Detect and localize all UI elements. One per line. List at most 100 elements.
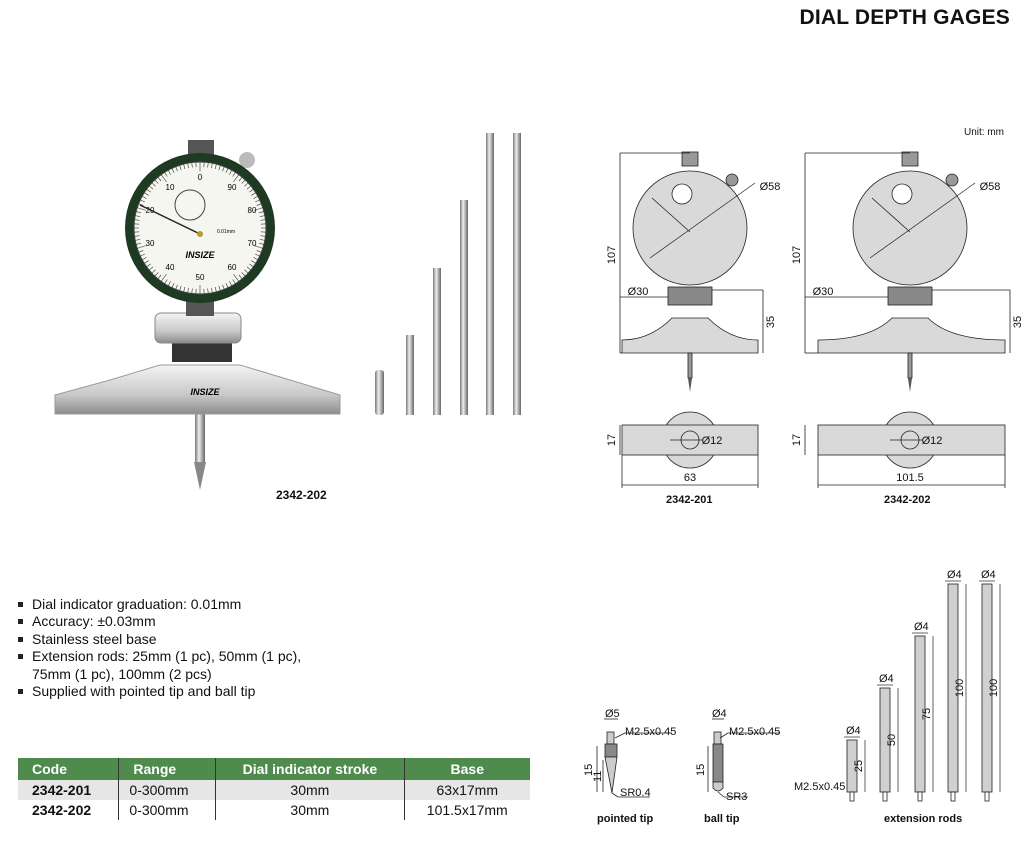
dial-tick <box>151 182 156 187</box>
dial-tick <box>171 283 175 288</box>
cell-stroke: 30mm <box>215 800 405 820</box>
clamp-icon <box>725 173 739 187</box>
dial-tick <box>255 199 260 203</box>
dim-base-length: 101.5 <box>896 472 924 484</box>
dial-number: 0 <box>198 173 203 182</box>
dial-tick <box>167 170 171 175</box>
cell-code: 2342-202 <box>32 802 92 818</box>
col-stroke: Dial indicator stroke <box>215 758 405 780</box>
cell-base: 101.5x17mm <box>403 800 530 820</box>
pointed-tip-thread: M2.5x0.45 <box>625 726 676 738</box>
dial-tick <box>253 257 258 261</box>
dial-tick <box>134 235 140 237</box>
dial-tick <box>222 166 225 172</box>
feature-item: Extension rods: 25mm (1 pc), 50mm (1 pc)… <box>16 648 301 665</box>
dial-tick <box>218 165 221 171</box>
dial-tick <box>207 162 209 168</box>
knurl <box>667 286 713 306</box>
dial-tick <box>251 192 256 196</box>
sub-dial <box>671 183 693 205</box>
table-row: 2342-202 0-300mm 30mm 101.5x17mm <box>18 800 530 820</box>
dial-tick <box>251 260 256 264</box>
dial-number: 40 <box>166 263 175 272</box>
dial-number: 70 <box>248 239 257 248</box>
dia-leader <box>869 182 976 259</box>
rod-thread <box>950 791 956 802</box>
pointed-tip-dia: Ø5 <box>605 708 620 720</box>
dial-tick <box>154 179 159 184</box>
col-base: Base <box>403 758 530 780</box>
dim-stem-dia: Ø30 <box>628 286 649 298</box>
dial-tick <box>183 287 186 293</box>
knurl <box>887 286 933 306</box>
dial-tick <box>211 287 213 293</box>
dial-tick <box>229 170 233 175</box>
dial-tick <box>260 235 266 237</box>
col-range: Range <box>118 758 216 780</box>
dial-tick <box>233 174 240 183</box>
dial-tick <box>260 219 266 221</box>
rod-dia: Ø4 <box>947 569 962 581</box>
dial-tick <box>225 168 229 173</box>
dial-tick <box>142 257 147 261</box>
dial-tick <box>256 203 262 206</box>
dial-tick <box>191 288 193 294</box>
dial-tick <box>179 285 182 291</box>
dial-tick <box>175 166 178 172</box>
dial-tick <box>233 273 240 282</box>
dial-tick <box>171 168 175 173</box>
rod-thread <box>882 791 888 802</box>
probe-tip <box>688 378 692 392</box>
dial-number: 60 <box>228 263 237 272</box>
dial-tick <box>179 165 182 171</box>
dial-tick <box>135 239 141 241</box>
dim-height: 107 <box>606 246 618 264</box>
cell-base: 63x17mm <box>403 780 530 800</box>
dim-dial-dia: Ø58 <box>760 181 781 193</box>
dial-tick <box>164 279 168 284</box>
page-title: DIAL DEPTH GAGES <box>799 6 1010 29</box>
dim-thickness: 17 <box>606 434 618 446</box>
dial-tick <box>259 211 265 214</box>
rod-dia: Ø4 <box>914 621 929 633</box>
dial-tick <box>157 176 162 182</box>
dial-tick <box>154 272 159 277</box>
dial-tick <box>187 287 189 293</box>
dial-tick <box>135 211 141 214</box>
ball-tip-drawing <box>707 718 780 798</box>
dial-tick <box>214 287 217 293</box>
ball-tip-label: ball tip <box>704 813 740 825</box>
dial-tick <box>140 253 145 257</box>
cell-range: 0-300mm <box>118 800 216 820</box>
table-row: 2342-201 0-300mm 30mm 63x17mm <box>18 780 530 800</box>
rod-dia: Ø4 <box>981 569 996 581</box>
feature-list: Dial indicator graduation: 0.01mm Accura… <box>16 596 301 700</box>
pointer <box>871 197 911 233</box>
feature-item-continued: 75mm (1 pc), 100mm (2 pcs) <box>32 665 212 682</box>
dial-tick <box>254 207 263 211</box>
cell-stroke: 30mm <box>215 780 405 800</box>
rod-thread <box>917 791 923 802</box>
pointed-tip-radius: SR0.4 <box>620 787 651 799</box>
dial-tick <box>157 274 162 280</box>
rod-length: 50 <box>886 734 898 746</box>
ball-tip-radius: SR3 <box>726 791 747 803</box>
dial-resolution: 0.01mm <box>217 229 235 235</box>
dial-tick <box>249 263 254 268</box>
dial-number: 10 <box>166 183 175 192</box>
dial-number: 50 <box>196 273 205 282</box>
dial-tick <box>229 281 233 286</box>
cell-code: 2342-201 <box>18 780 119 800</box>
base-outline <box>621 317 759 354</box>
dial-tick <box>246 185 252 190</box>
dial-tick <box>183 163 186 169</box>
dial-outline <box>852 170 968 286</box>
dial-tick <box>146 263 151 268</box>
dial-tick <box>191 162 193 168</box>
dial-tick <box>241 272 246 277</box>
